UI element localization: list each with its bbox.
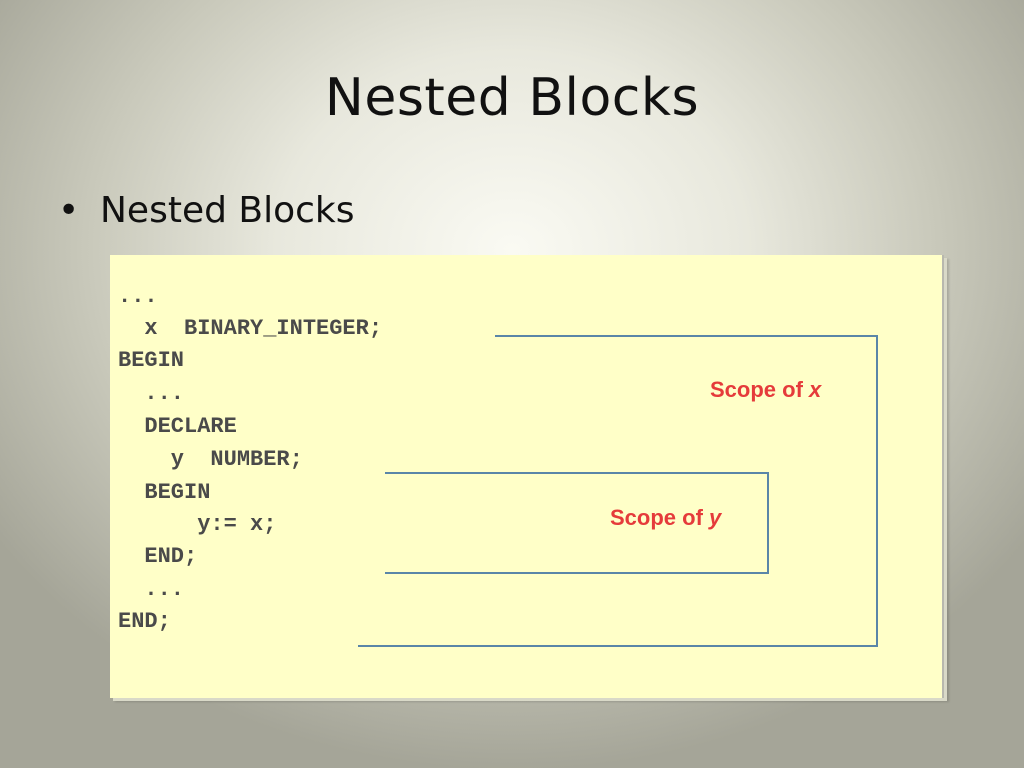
scope-x-bottom-line bbox=[358, 645, 878, 647]
code-line: END; bbox=[118, 544, 198, 569]
code-line: BEGIN bbox=[118, 348, 185, 373]
scope-y-label: Scope of y bbox=[610, 505, 722, 530]
code-line: y NUMBER; bbox=[118, 447, 303, 472]
code-line: END; bbox=[118, 609, 171, 634]
scope-x-label: Scope of x bbox=[710, 377, 822, 402]
code-scope-figure: ... x BINARY_INTEGER; BEGIN ... DECLARE … bbox=[110, 255, 944, 698]
slide-title: Nested Blocks bbox=[324, 68, 700, 128]
code-line: ... bbox=[118, 577, 185, 602]
bullet-icon: • bbox=[58, 190, 80, 231]
code-line: y:= x; bbox=[118, 512, 277, 537]
scope-y-bottom-line bbox=[385, 572, 769, 574]
code-line: DECLARE bbox=[118, 414, 237, 439]
scope-y-right-line bbox=[767, 472, 769, 574]
code-line: x BINARY_INTEGER; bbox=[118, 316, 383, 341]
scope-x-top-line bbox=[495, 335, 878, 337]
code-line: ... bbox=[118, 284, 158, 309]
scope-x-right-line bbox=[876, 335, 878, 647]
bullet-text: Nested Blocks bbox=[100, 190, 355, 231]
code-line: ... bbox=[118, 381, 185, 406]
code-line: BEGIN bbox=[118, 480, 211, 505]
bullet-item: • Nested Blocks bbox=[58, 190, 355, 231]
scope-y-top-line bbox=[385, 472, 769, 474]
